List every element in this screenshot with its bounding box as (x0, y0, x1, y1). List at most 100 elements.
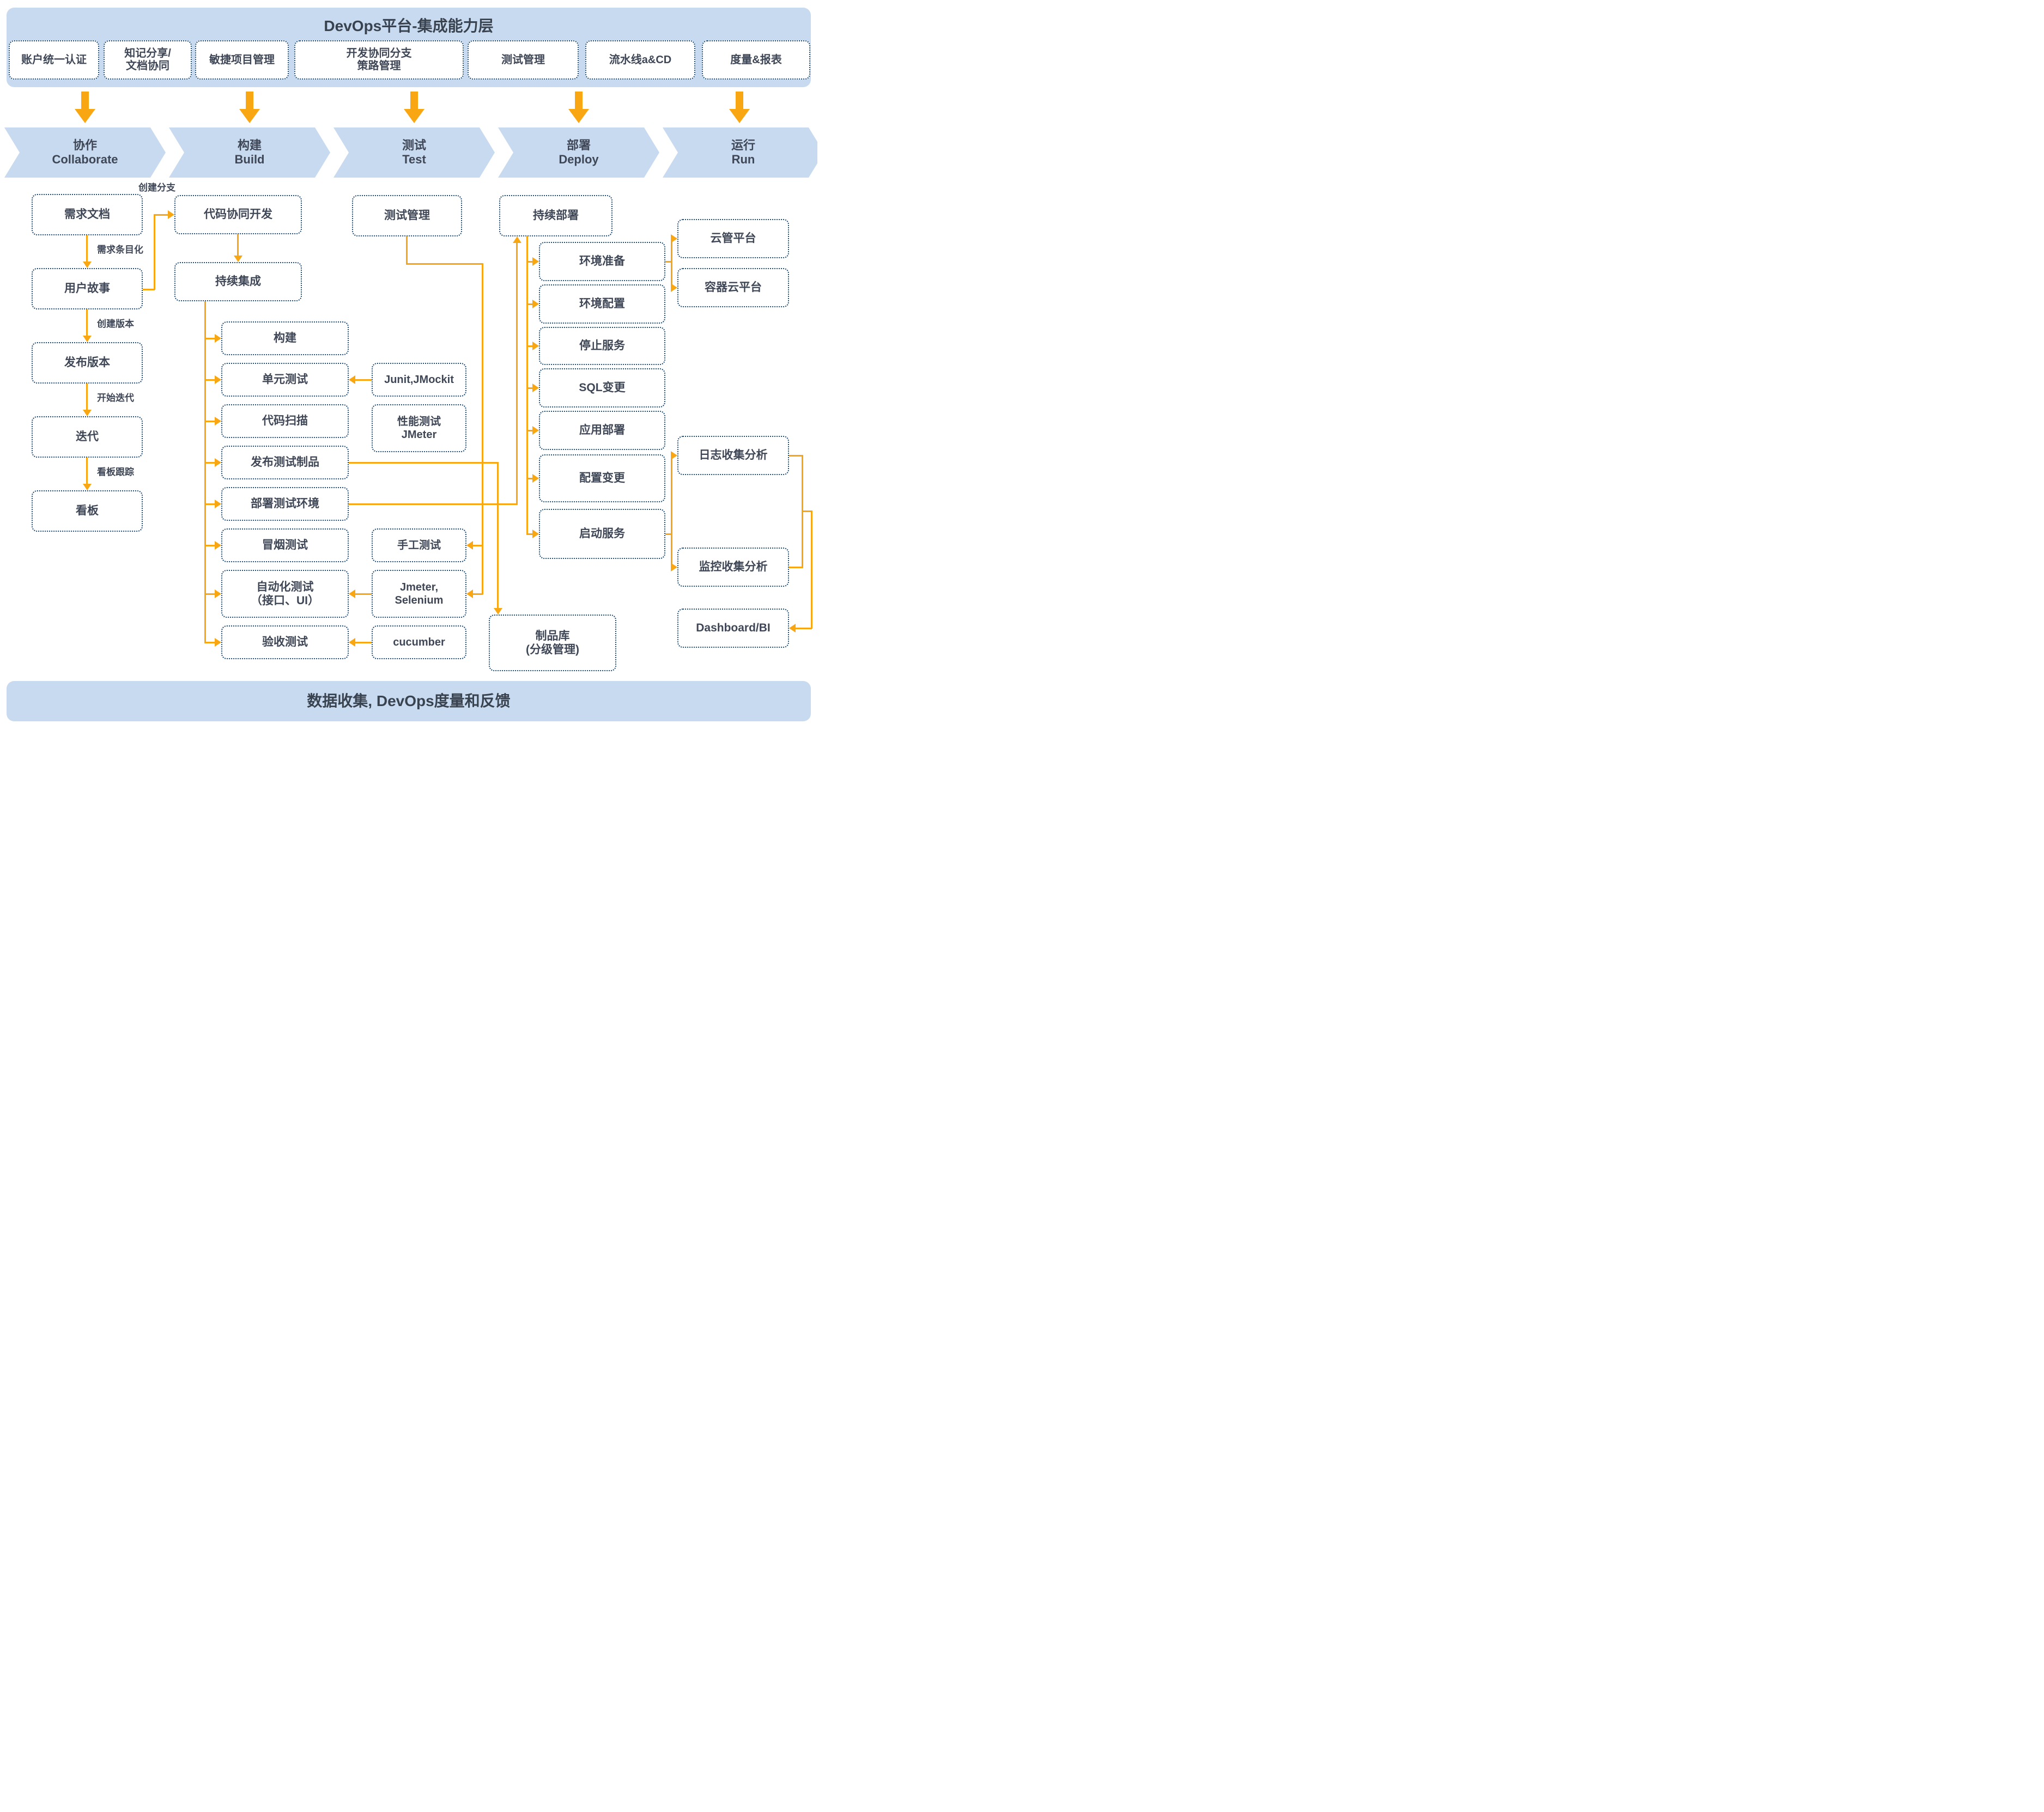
arrowhead (215, 541, 221, 550)
connector (86, 384, 88, 410)
connector (526, 533, 532, 535)
connector (671, 238, 672, 288)
connector (204, 642, 215, 643)
node-publish-artifact: 发布测试制品 (221, 446, 349, 479)
node-dashboard-bi: Dashboard/BI (677, 609, 789, 648)
edge-label-start-iter: 开始迭代 (97, 393, 134, 403)
connector (355, 593, 372, 595)
arrowhead (532, 300, 539, 308)
connector (86, 309, 88, 336)
node-jmeter-selenium: Jmeter, Selenium (372, 570, 466, 618)
arrowhead (532, 342, 539, 350)
connector (355, 642, 372, 643)
arrowhead (466, 589, 473, 598)
node-automation-test: 自动化测试 （接口、UI） (221, 570, 349, 618)
down-arrow-icon (75, 109, 95, 123)
connector (204, 379, 215, 381)
down-arrow-icon (729, 109, 750, 123)
arrowhead (215, 417, 221, 425)
down-arrow-icon (736, 92, 743, 110)
edge-label-create-branch: 创建分支 (138, 183, 175, 193)
connector (811, 510, 812, 629)
edge-label-kanban-track: 看板跟踪 (97, 467, 134, 477)
connector (204, 593, 215, 595)
stage-label: 部署 (566, 138, 591, 152)
connector (86, 458, 88, 484)
node-iteration: 迭代 (32, 416, 143, 458)
arrowhead (215, 638, 221, 647)
node-sql-change: SQL变更 (539, 368, 665, 408)
node-manual-test: 手工测试 (372, 528, 466, 562)
page-title: DevOps平台-集成能力层 (324, 17, 494, 34)
arrowhead (789, 624, 796, 633)
footer-panel (7, 681, 811, 721)
arrowhead (215, 375, 221, 384)
connector (526, 345, 532, 347)
header-box-account-auth: 账户统一认证 (9, 40, 99, 80)
node-smoke-test: 冒烟测试 (221, 528, 349, 562)
node-code-collab-dev: 代码协同开发 (174, 195, 302, 234)
stage-label: Collaborate (52, 153, 118, 166)
node-monitor-collect: 监控收集分析 (677, 548, 789, 587)
arrowhead (671, 234, 677, 243)
arrowhead (671, 563, 677, 571)
connector (526, 261, 532, 263)
header-box-knowledge: 知记分享/ 文档协同 (104, 40, 192, 80)
connector (204, 503, 215, 505)
node-app-deploy: 应用部署 (539, 411, 665, 450)
header-box-test-mgmt: 测试管理 (468, 40, 579, 80)
node-log-collect: 日志收集分析 (677, 436, 789, 475)
down-arrow-icon (81, 92, 89, 110)
arrowhead (671, 283, 677, 292)
header-box-pipeline: 流水线a&CD (585, 40, 695, 80)
node-code-scan: 代码扫描 (221, 404, 349, 438)
connector (671, 455, 672, 568)
connector (204, 421, 215, 422)
connector (204, 462, 215, 464)
stage-label: Run (731, 153, 755, 166)
connector (349, 462, 499, 464)
node-config-change: 配置变更 (539, 454, 665, 502)
node-requirement-doc: 需求文档 (32, 194, 143, 235)
stage-label: 构建 (237, 138, 262, 152)
arrowhead (532, 474, 539, 483)
connector (237, 234, 239, 256)
connector (473, 545, 483, 546)
connector (802, 510, 812, 512)
connector (86, 235, 88, 262)
node-stop-service: 停止服务 (539, 327, 665, 365)
arrowhead (349, 375, 355, 384)
down-arrow-icon (404, 109, 424, 123)
connector (204, 545, 215, 546)
header-box-metrics: 度量&报表 (702, 40, 810, 80)
node-start-service: 启动服务 (539, 509, 665, 559)
arrowhead (215, 589, 221, 598)
arrowhead (215, 334, 221, 343)
node-continuous-deploy: 持续部署 (499, 195, 612, 236)
connector (665, 533, 672, 535)
node-user-story: 用户故事 (32, 268, 143, 309)
connector (355, 379, 372, 381)
node-cucumber: cucumber (372, 625, 466, 659)
arrowhead (349, 589, 355, 598)
down-arrow-icon (410, 92, 418, 110)
arrowhead (83, 484, 92, 490)
arrowhead (168, 210, 174, 219)
node-build-step: 构建 (221, 321, 349, 355)
edge-label-create-ver: 创建版本 (97, 319, 134, 329)
node-deploy-test-env: 部署测试环境 (221, 487, 349, 521)
connector (473, 593, 483, 595)
arrowhead (349, 638, 355, 647)
arrowhead (513, 236, 521, 243)
connector (526, 478, 532, 479)
arrowhead (532, 530, 539, 538)
connector (526, 303, 532, 305)
header-box-branch-policy: 开发协同分支 策路管理 (294, 40, 464, 80)
node-acceptance-test: 验收测试 (221, 625, 349, 659)
connector (204, 338, 215, 339)
stage-label: Deploy (559, 153, 599, 166)
node-cloud-mgmt-platform: 云管平台 (677, 219, 789, 258)
